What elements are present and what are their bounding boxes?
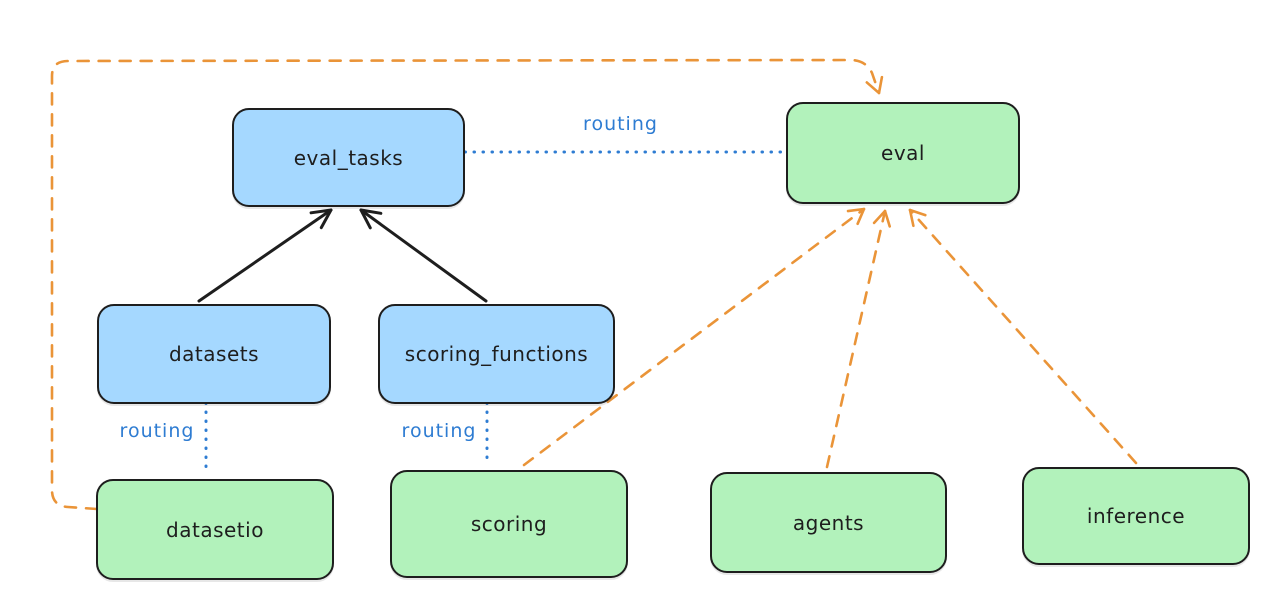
routing-label-eval_tasks-eval: routing (583, 113, 658, 135)
node-datasets: datasets (97, 304, 331, 404)
routing-label-datasets-datasetio: routing (119, 420, 195, 442)
arrow-datasets-to-eval_tasks (197, 208, 333, 303)
node-eval_tasks: eval_tasks (232, 108, 465, 207)
arrow-agents-to-eval (825, 209, 892, 469)
node-scoring: scoring (390, 470, 628, 578)
arrow-scoring_functions-to-eval_tasks (359, 208, 488, 303)
node-datasetio: datasetio (96, 479, 334, 580)
node-agents: agents (710, 472, 947, 573)
node-inference: inference (1022, 467, 1250, 565)
node-eval: eval (786, 102, 1020, 204)
arrow-scoring-to-eval (522, 207, 866, 467)
arrow-datasetio-to-eval (50, 58, 884, 511)
arrow-inference-to-eval (908, 208, 1138, 465)
node-scoring_functions: scoring_functions (378, 304, 615, 404)
routing-label-scoring_functions-scoring: routing (401, 420, 477, 442)
